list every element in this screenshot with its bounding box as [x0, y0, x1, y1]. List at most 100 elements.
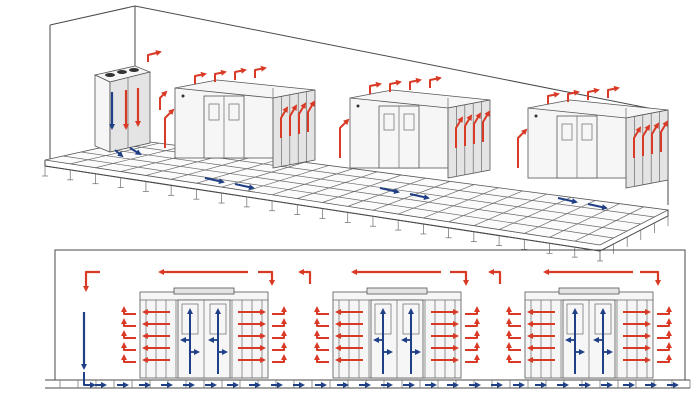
- red-arrow-icon: [272, 354, 287, 363]
- red-arrow-icon: [465, 306, 480, 315]
- blue-arrow-icon: [234, 183, 255, 191]
- airflow-arrows-isometric: [109, 50, 669, 211]
- red-arrow-icon: [307, 100, 316, 132]
- red-arrow-icon: [465, 330, 480, 339]
- red-arrow-icon: [194, 71, 207, 84]
- airflow-arrows-elevation: [81, 269, 679, 388]
- blue-arrow-icon: [557, 197, 578, 205]
- red-arrow-icon: [455, 116, 464, 148]
- red-arrow-icon: [473, 112, 482, 144]
- containment-pod: [527, 99, 669, 189]
- red-arrow-icon: [369, 81, 382, 94]
- red-arrow-icon: [506, 306, 521, 315]
- red-arrow-icon: [121, 354, 136, 363]
- red-arrow-icon: [587, 87, 600, 100]
- red-arrow-icon: [254, 65, 267, 78]
- raised-floor: [42, 139, 670, 262]
- red-arrow-icon: [642, 124, 651, 156]
- red-arrow-icon: [506, 318, 521, 327]
- red-arrow-icon: [289, 104, 298, 136]
- red-arrow-icon: [121, 330, 136, 339]
- red-arrow-icon: [83, 270, 100, 292]
- red-arrow-icon: [314, 330, 329, 339]
- red-arrow-icon: [272, 318, 287, 327]
- door-window: [208, 103, 220, 121]
- red-arrow-icon: [464, 114, 473, 146]
- red-arrow-icon: [567, 89, 580, 102]
- red-arrow-icon: [657, 342, 672, 351]
- red-arrow-icon: [465, 342, 480, 351]
- containment-pod: [349, 89, 491, 179]
- red-arrow-icon: [429, 75, 442, 88]
- red-arrow-icon: [298, 269, 312, 284]
- red-arrow-icon: [640, 270, 661, 286]
- isometric-view: [42, 5, 670, 262]
- red-arrow-icon: [389, 79, 402, 92]
- red-arrow-icon: [660, 120, 669, 152]
- red-arrow-icon: [164, 108, 175, 148]
- red-arrow-icon: [506, 354, 521, 363]
- red-arrow-icon: [657, 354, 672, 363]
- red-arrow-icon: [159, 90, 168, 110]
- red-arrow-icon: [121, 342, 136, 351]
- red-arrow-icon: [506, 330, 521, 339]
- door-window: [581, 123, 593, 141]
- red-arrow-icon: [651, 122, 660, 154]
- red-arrow-icon: [633, 126, 642, 158]
- red-arrow-icon: [258, 270, 275, 286]
- red-arrow-icon: [314, 306, 329, 315]
- containment-pod-elevation: [139, 287, 269, 379]
- red-arrow-icon: [657, 306, 672, 315]
- door-window: [228, 103, 240, 121]
- red-arrow-icon: [488, 269, 502, 284]
- red-arrow-icon: [517, 128, 528, 168]
- door-window: [561, 123, 573, 141]
- containment-pod-elevation: [332, 287, 462, 379]
- red-arrow-icon: [314, 318, 329, 327]
- blue-arrow-icon: [587, 203, 608, 211]
- door-window: [403, 113, 415, 131]
- red-arrow-icon: [121, 318, 136, 327]
- blue-arrow-icon: [409, 193, 430, 201]
- red-arrow-icon: [465, 318, 480, 327]
- containment-pods-elevation: [139, 287, 654, 379]
- elevation-view: [45, 249, 691, 389]
- red-arrow-icon: [214, 69, 227, 82]
- blue-arrow-icon: [83, 372, 96, 388]
- red-arrow-icon: [607, 85, 620, 98]
- blue-arrow-icon: [129, 147, 142, 156]
- pod-header: [173, 287, 235, 295]
- blue-arrow-icon: [379, 187, 400, 195]
- red-arrow-icon: [482, 110, 491, 142]
- red-arrow-icon: [147, 50, 162, 62]
- red-arrow-icon: [298, 102, 307, 134]
- red-arrow-icon: [272, 306, 287, 315]
- elevation-raised-floor: [59, 380, 691, 388]
- red-arrow-icon: [339, 118, 350, 158]
- red-arrow-icon: [465, 354, 480, 363]
- red-arrow-icon: [272, 330, 287, 339]
- cooling-unit: [93, 65, 152, 153]
- red-arrow-icon: [657, 318, 672, 327]
- red-arrow-icon: [234, 67, 247, 80]
- red-arrow-icon: [121, 306, 136, 315]
- red-arrow-icon: [547, 91, 560, 104]
- red-arrow-icon: [657, 330, 672, 339]
- containment-pod-elevation: [524, 287, 654, 379]
- red-arrow-icon: [506, 342, 521, 351]
- door-window: [383, 113, 395, 131]
- red-arrow-icon: [409, 77, 422, 90]
- blue-arrow-icon: [204, 177, 225, 185]
- red-arrow-icon: [272, 342, 287, 351]
- red-arrow-icon: [450, 270, 469, 286]
- cooling-unit-fans: [105, 68, 139, 77]
- red-arrow-icon: [314, 354, 329, 363]
- elevation-room: [45, 249, 690, 389]
- containment-pod: [174, 79, 316, 169]
- red-arrow-icon: [314, 342, 329, 351]
- pod-header: [366, 287, 428, 295]
- pod-header: [558, 287, 620, 295]
- blue-arrow-icon: [114, 149, 124, 158]
- red-arrow-icon: [280, 106, 289, 138]
